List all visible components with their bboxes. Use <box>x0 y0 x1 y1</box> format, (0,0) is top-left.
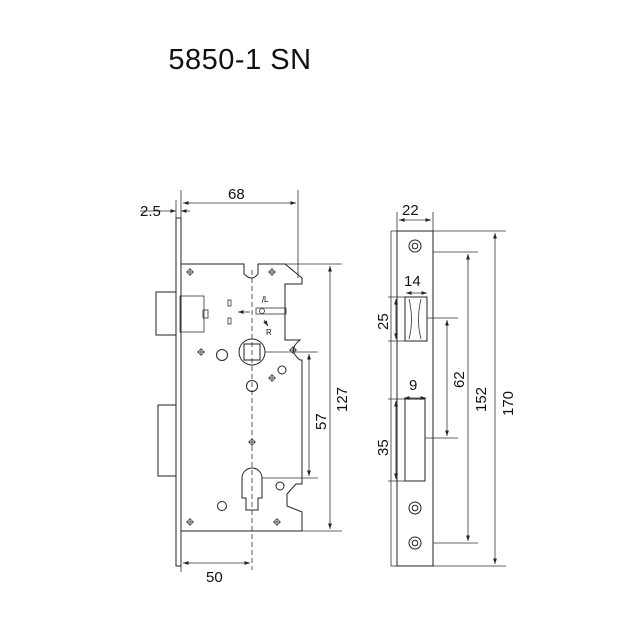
latch-label-l: L <box>264 295 269 304</box>
dim-hole-spacing: 152 <box>473 387 490 412</box>
dim-case-height: 127 <box>334 387 351 412</box>
hub-hole-right <box>277 365 287 375</box>
front-latch-tail <box>179 295 205 333</box>
side-latch-bevel <box>408 298 422 340</box>
dim-center-distance: 57 <box>313 413 330 430</box>
dim-thickness: 2.5 <box>140 203 161 220</box>
side-latch-bolt <box>404 296 428 342</box>
hub-hole-left <box>216 349 228 361</box>
reverse-slot-bottom <box>227 317 232 325</box>
dim-latch-to-bolt: 62 <box>451 371 468 388</box>
front-dead-bolt <box>157 404 177 477</box>
front-view: L R 2.5 68 50 57 127 <box>140 186 351 586</box>
spindle-hole <box>246 380 258 392</box>
dim-faceplate-width: 22 <box>402 202 419 219</box>
dim-faceplate-height: 170 <box>500 391 517 416</box>
front-faceplate <box>175 217 182 567</box>
cylinder-profile-hole <box>241 467 263 511</box>
dim-latch-height: 25 <box>375 313 392 330</box>
follower-square <box>243 343 261 361</box>
dim-bolt-depth: 9 <box>409 377 417 394</box>
dim-bolt-height: 35 <box>375 439 392 456</box>
front-latch-bolt <box>155 291 177 336</box>
dim-latch-depth: 14 <box>404 273 421 290</box>
reverse-lever <box>255 295 287 327</box>
faceplate-screw-holes <box>408 239 422 550</box>
dim-backset-width: 68 <box>228 186 245 203</box>
product-title: 5850-1 SN <box>0 44 640 77</box>
side-view: 22 14 25 9 35 62 152 170 <box>375 202 517 567</box>
cylinder-side-hole <box>275 481 285 491</box>
latch-label-r: R <box>266 328 272 337</box>
front-latch-stub <box>202 309 209 319</box>
cylinder-lower-hole <box>217 501 227 511</box>
lock-case-outline <box>180 263 303 532</box>
dim-backset: 50 <box>206 569 223 586</box>
product-title-text: 5850-1 SN <box>168 44 312 76</box>
case-screw-holes <box>186 268 297 526</box>
reverse-slot-top <box>227 299 232 307</box>
